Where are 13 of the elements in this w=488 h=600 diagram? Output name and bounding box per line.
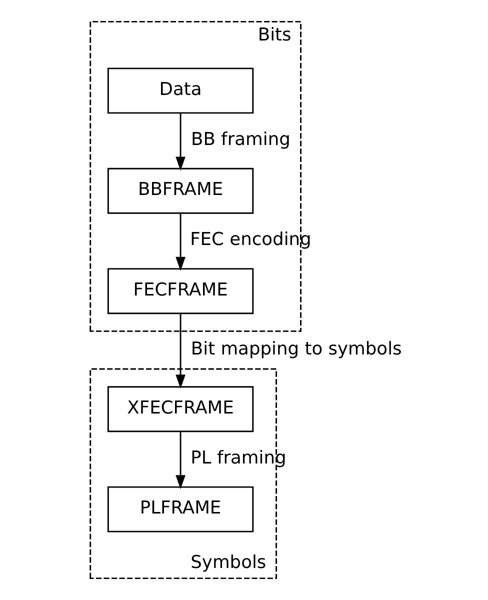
node-box: BBFRAME [107,168,254,214]
node-box: PLFRAME [107,486,254,532]
edge-label: Bit mapping to symbols [190,338,402,360]
arrow [176,313,186,389]
node-box: XFECFRAME [107,386,254,432]
edge-label: FEC encoding [190,229,312,250]
edge-label: PL framing [190,447,286,468]
node-box: FECFRAME [107,268,254,314]
arrow [176,113,186,171]
edge-label: BB framing [190,129,290,150]
arrow [176,213,186,271]
node-box: Data [107,68,254,114]
arrow [176,431,186,490]
